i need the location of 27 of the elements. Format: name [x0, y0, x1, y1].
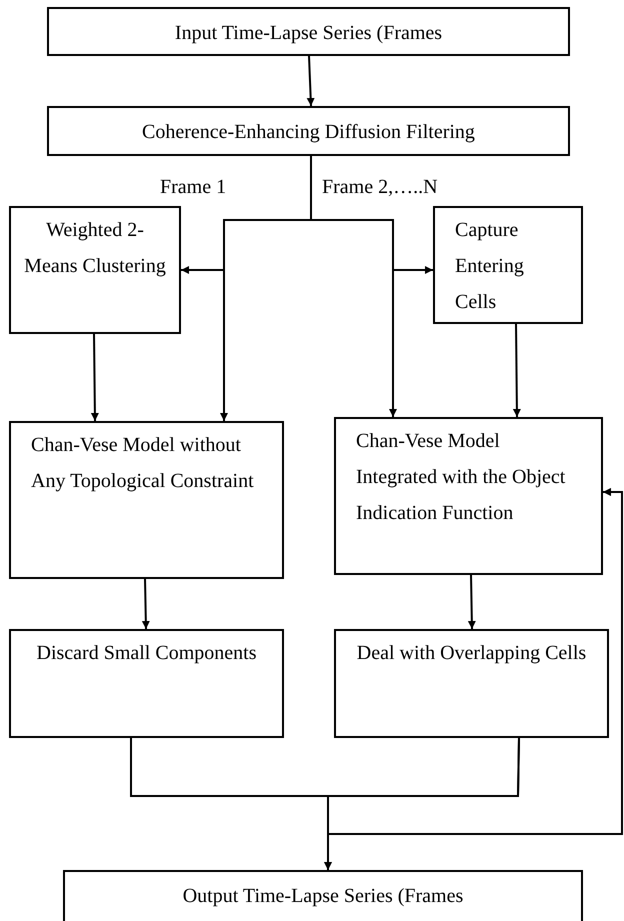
process-box — [9, 421, 284, 579]
process-box — [433, 206, 583, 324]
box-label: Deal with Overlapping Cells — [356, 641, 588, 666]
box-label: Output Time-Lapse Series (Frames — [182, 884, 464, 909]
branch-label: Frame 1 — [160, 175, 226, 199]
arrow — [512, 324, 521, 418]
process-box — [9, 206, 181, 334]
process-box — [334, 417, 603, 575]
process-box — [47, 106, 570, 156]
process-box — [9, 629, 284, 738]
arrow — [90, 334, 99, 422]
box-label: Coherence-Enhancing Diffusion Filtering — [141, 120, 476, 145]
box-label: Discard Small Components — [36, 641, 258, 666]
box-label: Chan-Vese Model Integrated with the Object Indication Function — [356, 429, 566, 526]
arrow — [468, 574, 476, 630]
process-box — [334, 629, 609, 738]
process-box — [63, 870, 583, 921]
box-label: Input Time-Lapse Series (Frames — [174, 21, 444, 46]
arrow — [327, 488, 623, 835]
arrow — [310, 156, 397, 417]
process-box — [47, 7, 570, 56]
branch-label: Frame 2,…..N — [322, 175, 438, 199]
box-label: Weighted 2-Means Clustering — [23, 218, 167, 279]
arrow — [142, 578, 150, 630]
box-label: Capture Entering Cells — [455, 218, 525, 315]
box-label: Chan-Vese Model without Any Topological Constraint — [31, 433, 255, 494]
arrow — [306, 56, 315, 106]
